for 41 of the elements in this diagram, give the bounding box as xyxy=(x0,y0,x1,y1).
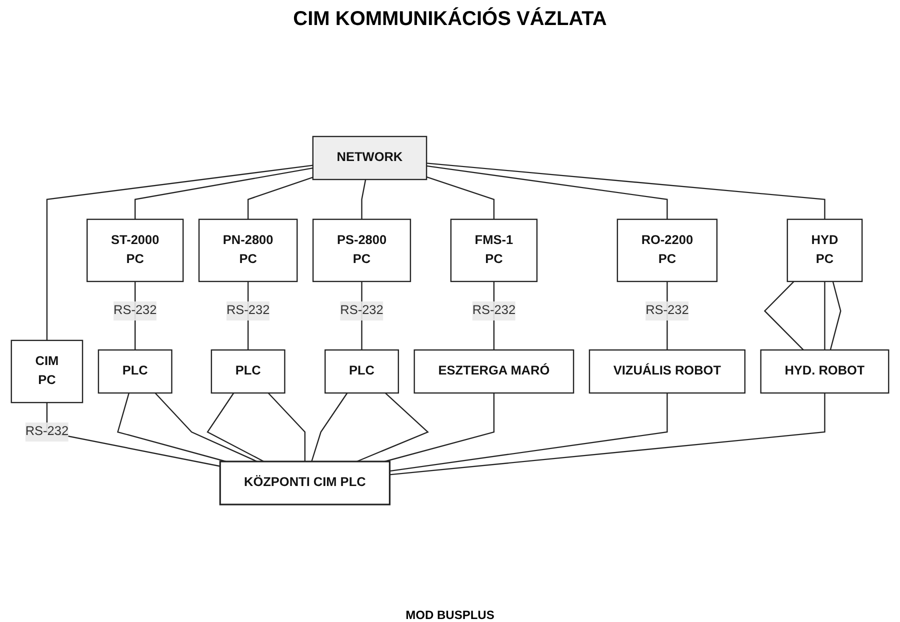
connector xyxy=(384,393,495,462)
edge-label: RS-232 xyxy=(472,304,516,318)
connector xyxy=(134,167,313,220)
connector xyxy=(824,281,826,350)
connector xyxy=(830,281,842,350)
node-box: ST-2000 PC xyxy=(86,218,184,282)
connector xyxy=(268,392,306,462)
connector xyxy=(426,165,668,220)
node-box: HYD PC xyxy=(786,218,863,282)
diagram-title: CIM KOMMUNIKÁCIÓS VÁZLATA xyxy=(293,8,607,31)
connector xyxy=(46,164,313,340)
connector xyxy=(247,176,314,220)
node-box: ESZTERGA MARÓ xyxy=(414,349,574,394)
node-box: RO-2200 PC xyxy=(616,218,718,282)
connector xyxy=(426,176,495,220)
node-box: KÖZPONTI CIM PLC xyxy=(219,460,390,506)
edge-label: RS-232 xyxy=(340,304,384,318)
edge-label: RS-232 xyxy=(25,424,69,438)
node-box: PN-2800 PC xyxy=(198,218,298,282)
node-box: FMS-1 PC xyxy=(450,218,538,282)
connector xyxy=(426,162,826,220)
node-box: PLC xyxy=(210,349,286,394)
node-box: HYD. ROBOT xyxy=(760,349,890,394)
node-box: PLC xyxy=(98,349,172,394)
connector xyxy=(390,393,826,476)
edge-label: RS-232 xyxy=(646,304,689,318)
node-box: CIM PC xyxy=(10,340,84,404)
connector xyxy=(356,392,429,462)
node-box: PLC xyxy=(324,349,399,394)
edge-label: RS-232 xyxy=(226,304,270,318)
connector xyxy=(206,392,264,462)
connector xyxy=(361,179,366,220)
bus-label: MOD BUSPLUS xyxy=(406,608,494,622)
connector xyxy=(154,392,258,462)
connector xyxy=(764,281,804,350)
connector xyxy=(390,393,668,472)
node-box: NETWORK xyxy=(312,136,428,180)
edge-label: RS-232 xyxy=(113,304,157,318)
node-box: PS-2800 PC xyxy=(312,218,412,282)
connector xyxy=(311,392,348,462)
node-box: VIZUÁLIS ROBOT xyxy=(588,349,746,394)
